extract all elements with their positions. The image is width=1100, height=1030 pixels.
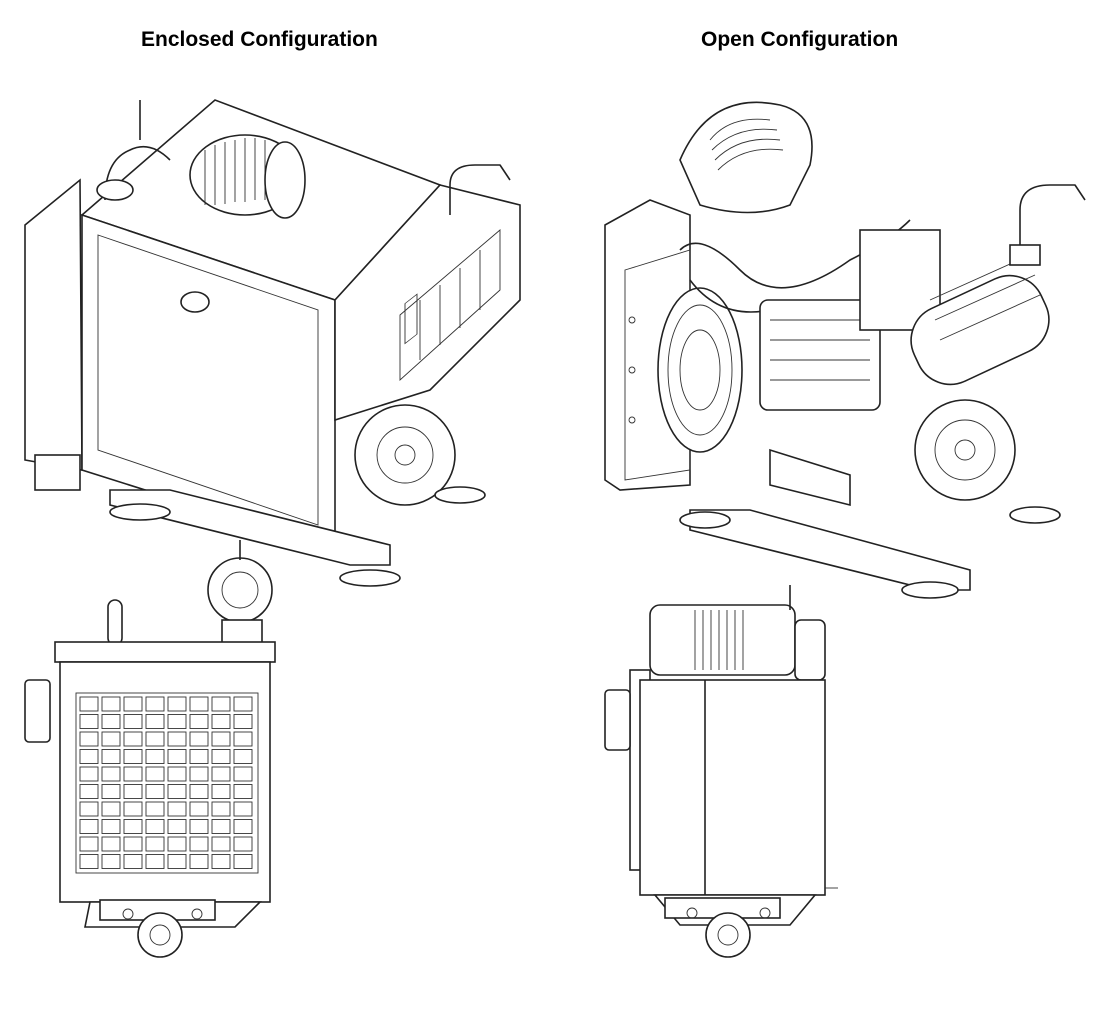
grille-cell bbox=[211, 801, 231, 817]
grille-cell bbox=[189, 714, 209, 729]
grille-cell bbox=[101, 854, 121, 869]
grille-cell bbox=[167, 801, 187, 817]
grille-cell bbox=[233, 819, 253, 834]
grille-cell bbox=[189, 854, 209, 869]
grille-cell bbox=[123, 749, 143, 764]
grille-cell bbox=[123, 766, 143, 782]
grille-cell bbox=[123, 801, 143, 817]
grille-cell bbox=[211, 766, 231, 782]
grille-cell bbox=[233, 836, 253, 852]
grille-cell bbox=[167, 749, 187, 764]
grille-cell bbox=[145, 854, 165, 869]
grille-cell bbox=[233, 801, 253, 817]
grille-cell bbox=[101, 766, 121, 782]
grille-cell bbox=[101, 801, 121, 817]
grille-cell bbox=[145, 766, 165, 782]
grille-cell bbox=[145, 819, 165, 834]
grille-cell bbox=[145, 731, 165, 747]
grille-cell bbox=[79, 784, 99, 799]
grille-cell bbox=[79, 801, 99, 817]
grille-cell bbox=[233, 749, 253, 764]
open-isometric-view bbox=[604, 101, 1086, 599]
open-configuration-title: Open Configuration bbox=[701, 28, 899, 51]
grille-cell bbox=[123, 836, 143, 852]
grille-cell bbox=[211, 836, 231, 852]
grille-cell bbox=[211, 854, 231, 869]
grille-cell bbox=[189, 801, 209, 817]
grille-cell bbox=[167, 836, 187, 852]
grille-cell bbox=[167, 784, 187, 799]
grille-cell bbox=[145, 749, 165, 764]
grille-cell bbox=[211, 696, 231, 712]
grille-cell bbox=[145, 696, 165, 712]
grille-cell bbox=[123, 696, 143, 712]
grille-cell bbox=[233, 696, 253, 712]
grille-cell bbox=[211, 819, 231, 834]
grille-cell bbox=[167, 766, 187, 782]
grille-cell bbox=[233, 784, 253, 799]
grille-cell bbox=[167, 731, 187, 747]
grille-cell bbox=[167, 696, 187, 712]
grille-cell bbox=[79, 714, 99, 729]
grille-cell bbox=[233, 766, 253, 782]
grille-cell bbox=[233, 714, 253, 729]
grille-cell bbox=[79, 819, 99, 834]
grille-cell bbox=[101, 784, 121, 799]
grille-cell bbox=[189, 836, 209, 852]
grille-cell bbox=[101, 836, 121, 852]
grille-cell bbox=[211, 749, 231, 764]
grille-cell bbox=[189, 784, 209, 799]
enclosed-front-view bbox=[24, 540, 276, 958]
grille-cell bbox=[79, 854, 99, 869]
grille-cell bbox=[189, 819, 209, 834]
enclosed-configuration-title: Enclosed Configuration bbox=[141, 28, 378, 51]
grille-cell bbox=[211, 714, 231, 729]
grille-cell bbox=[101, 696, 121, 712]
grille-cell bbox=[145, 784, 165, 799]
grille-cell bbox=[123, 714, 143, 729]
grille-cell bbox=[233, 731, 253, 747]
grille-cell bbox=[79, 766, 99, 782]
grille-cell bbox=[79, 696, 99, 712]
grille-cell bbox=[101, 749, 121, 764]
grille-cell bbox=[211, 784, 231, 799]
grille-cell bbox=[189, 749, 209, 764]
grille-cell bbox=[167, 854, 187, 869]
grille-cell bbox=[145, 714, 165, 729]
grille-cell bbox=[233, 854, 253, 869]
grille-cell bbox=[211, 731, 231, 747]
grille-cell bbox=[189, 766, 209, 782]
grille-cell bbox=[167, 714, 187, 729]
grille-cell bbox=[79, 731, 99, 747]
grille-cell bbox=[101, 714, 121, 729]
grille-cell bbox=[167, 819, 187, 834]
grille-cell bbox=[79, 749, 99, 764]
open-front-view bbox=[604, 585, 838, 958]
grille-cell bbox=[123, 731, 143, 747]
grille-cell bbox=[123, 819, 143, 834]
grille-cell bbox=[189, 731, 209, 747]
grille-cell bbox=[189, 696, 209, 712]
enclosed-isometric-view bbox=[24, 99, 521, 587]
grille-cell bbox=[123, 854, 143, 869]
grille-cell bbox=[145, 836, 165, 852]
grille-cell bbox=[101, 819, 121, 834]
grille-cell bbox=[79, 836, 99, 852]
grille-cell bbox=[123, 784, 143, 799]
grille-cell bbox=[145, 801, 165, 817]
grille-cell bbox=[101, 731, 121, 747]
